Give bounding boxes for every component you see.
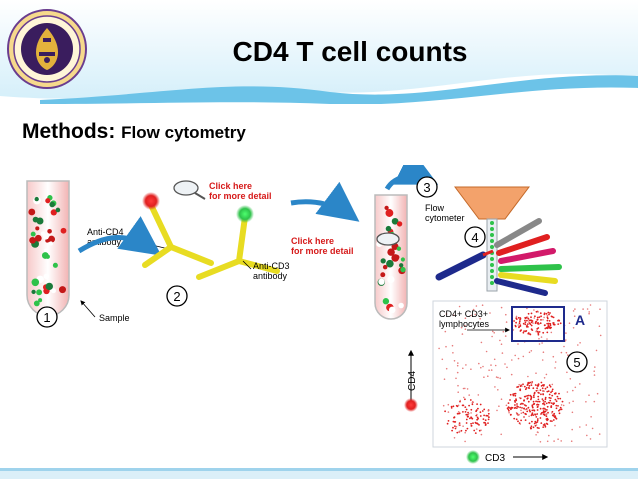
university-seal-logo xyxy=(7,9,87,89)
step-4-marker: 4 xyxy=(464,226,486,248)
step-2-marker: 2 xyxy=(166,285,188,307)
svg-text:1: 1 xyxy=(43,310,50,325)
cd4-cd3-gate xyxy=(511,306,565,342)
svg-text:3: 3 xyxy=(423,180,430,195)
header-band xyxy=(0,0,638,104)
svg-text:5: 5 xyxy=(573,355,580,370)
antibody-y-shapes xyxy=(142,202,280,280)
step-3-marker: 3 xyxy=(416,176,438,198)
y-axis-label: CD4 xyxy=(407,371,418,391)
stained-sample-tube xyxy=(374,194,408,320)
magnifier-icon[interactable] xyxy=(173,180,206,200)
svg-text:2: 2 xyxy=(173,289,180,304)
sample-tube xyxy=(26,180,70,317)
x-axis-label: CD3 xyxy=(485,453,505,464)
step-1-marker: 1 xyxy=(36,306,58,328)
tube-cells xyxy=(28,195,67,307)
cd4-axis-dot xyxy=(404,398,418,412)
step-5-marker: 5 xyxy=(566,351,588,373)
flow-arrow xyxy=(77,216,162,256)
cd3-axis-dot xyxy=(466,450,480,464)
gate-letter: A xyxy=(575,312,585,328)
gate-label: CD4+ CD3+lymphocytes xyxy=(439,309,490,329)
cd4-fluor-dot xyxy=(142,192,160,210)
slide-title: CD4 T cell counts xyxy=(232,36,468,67)
svg-text:4: 4 xyxy=(471,230,478,245)
cd3-fluor-dot xyxy=(236,205,254,223)
laser-detectors xyxy=(435,218,562,296)
methods-value: Flow cytometry xyxy=(121,123,246,142)
methods-line: Methods: Flow cytometry xyxy=(22,120,246,144)
footer-bar xyxy=(0,468,638,479)
flow-arrow xyxy=(290,181,360,222)
tube-cells xyxy=(376,205,406,314)
methods-label: Methods: xyxy=(22,120,116,143)
sample-label: Sample xyxy=(99,313,130,323)
